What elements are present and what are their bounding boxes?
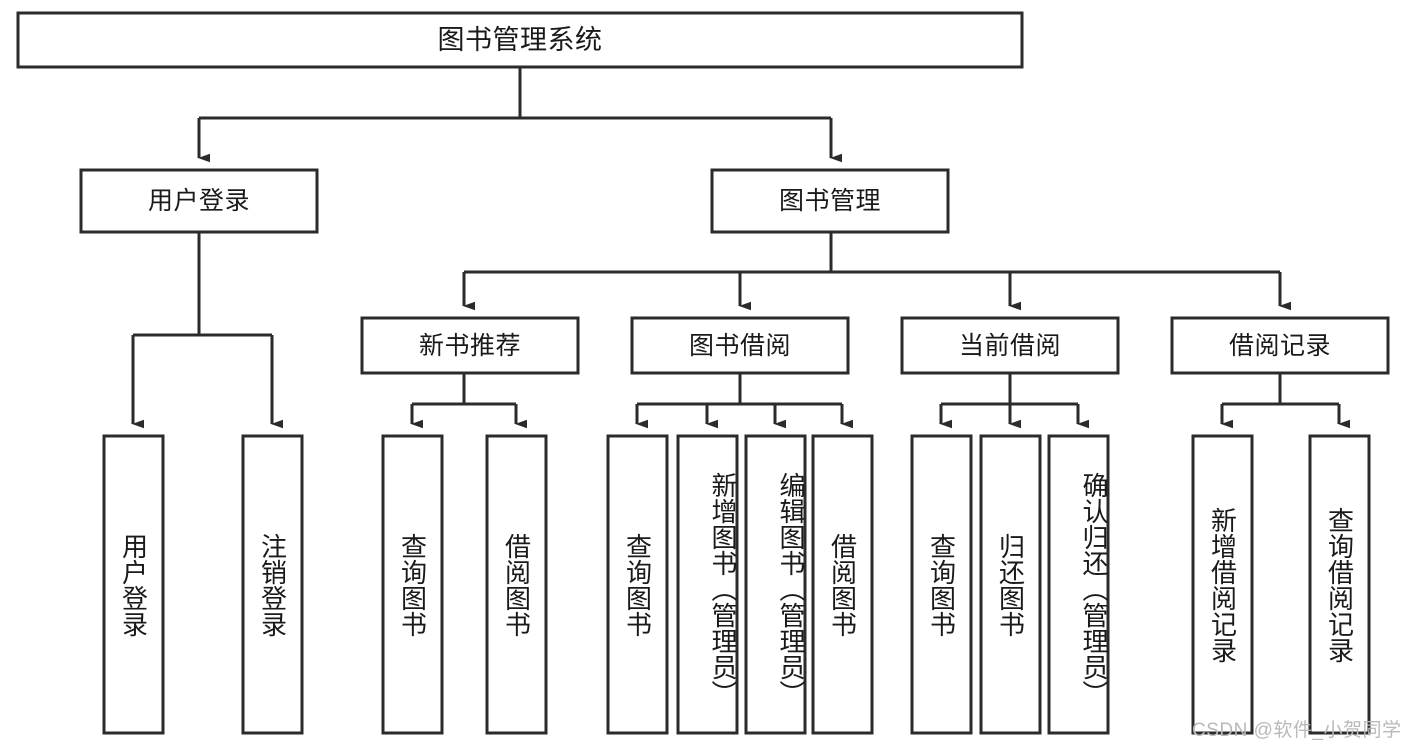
node-box-leaf-query-book-3[interactable] bbox=[910, 434, 973, 735]
node-box-leaf-borrow-book-2[interactable] bbox=[811, 434, 874, 735]
node-box-leaf-confirm-return[interactable] bbox=[1047, 434, 1110, 735]
connector-group-book-borrow bbox=[635, 373, 853, 429]
node-box-leaf-user-login[interactable] bbox=[102, 434, 165, 735]
connector-group-borrow-record bbox=[1220, 373, 1350, 429]
node-box-leaf-edit-book[interactable] bbox=[744, 434, 807, 735]
connector-group-new-book-rec bbox=[410, 373, 527, 429]
node-box-leaf-add-record[interactable] bbox=[1191, 434, 1254, 735]
connector-group-root bbox=[197, 67, 842, 163]
node-box-root[interactable] bbox=[16, 11, 1024, 69]
connector-group-current-borrow bbox=[939, 373, 1089, 429]
node-box-current-borrow[interactable] bbox=[900, 316, 1120, 375]
node-box-leaf-add-book[interactable] bbox=[676, 434, 739, 735]
node-box-leaf-return-book[interactable] bbox=[979, 434, 1042, 735]
node-box-leaf-query-book-2[interactable] bbox=[606, 434, 669, 735]
node-box-leaf-logout[interactable] bbox=[241, 434, 304, 735]
node-box-leaf-borrow-book-1[interactable] bbox=[485, 434, 548, 735]
connector-group-book-manage bbox=[462, 232, 1291, 311]
node-box-borrow-record[interactable] bbox=[1170, 316, 1390, 375]
node-box-leaf-query-record[interactable] bbox=[1308, 434, 1371, 735]
connector-group-user-login bbox=[131, 232, 283, 429]
node-box-user-login[interactable] bbox=[79, 168, 319, 234]
node-box-leaf-query-book-1[interactable] bbox=[381, 434, 444, 735]
node-box-new-book-rec[interactable] bbox=[360, 316, 580, 375]
node-box-book-borrow[interactable] bbox=[630, 316, 850, 375]
node-box-book-manage[interactable] bbox=[710, 168, 950, 234]
